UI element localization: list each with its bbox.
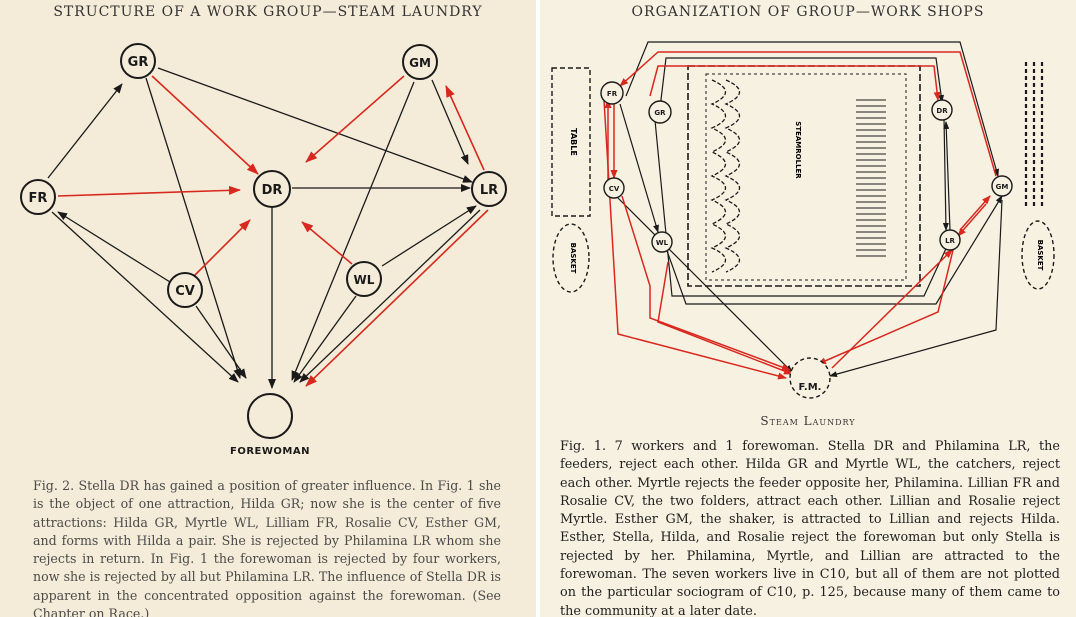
node-right-gm: GM bbox=[991, 175, 1013, 197]
edge-gr-fw bbox=[145, 77, 242, 379]
right-figure-title: ORGANIZATION OF GROUP—WORK SHOPS bbox=[631, 4, 985, 20]
left-figure-title: STRUCTURE OF A WORK GROUP—STEAM LAUNDRY bbox=[53, 4, 483, 20]
edge-lr-fw2 bbox=[299, 209, 481, 383]
route-outer-black bbox=[625, 41, 999, 177]
edge-dr-lr-black bbox=[942, 117, 949, 231]
route-fr-fm-red bbox=[603, 99, 787, 380]
svg-text:CV: CV bbox=[175, 284, 195, 299]
edge-wl-dr-red bbox=[301, 221, 353, 265]
right-floorplan-sociogram: TABLE BASKET BASKET STEA bbox=[551, 41, 1055, 399]
route-wl-red bbox=[657, 261, 793, 375]
svg-text:DR: DR bbox=[262, 183, 283, 198]
right-figure-subtitle: Steam Laundry bbox=[760, 414, 856, 428]
node-right-cv: CV bbox=[603, 177, 625, 199]
svg-text:GM: GM bbox=[409, 56, 431, 70]
edge-fr-dr-red bbox=[57, 185, 241, 197]
steamroller-right-hatch bbox=[856, 99, 886, 257]
node-right-gr: GR bbox=[648, 100, 672, 124]
steamroller-inner bbox=[705, 73, 907, 281]
table-shape bbox=[551, 67, 591, 217]
edge-fm-dr-red bbox=[831, 249, 953, 369]
svg-text:GR: GR bbox=[654, 109, 666, 117]
edge-gm-fw bbox=[291, 81, 415, 381]
edge-lr-gm-red bbox=[959, 195, 991, 231]
edge-lr-dr-black bbox=[943, 121, 951, 231]
basket-left-shape bbox=[552, 223, 590, 293]
svg-text:GR: GR bbox=[128, 55, 149, 70]
node-right-fr: FR bbox=[600, 81, 624, 105]
svg-text:BASKET: BASKET bbox=[569, 243, 577, 274]
right-figure-panel: ORGANIZATION OF GROUP—WORK SHOPS TABLE B… bbox=[540, 0, 1076, 617]
edge-gm-lr bbox=[431, 79, 469, 165]
svg-text:F.M.: F.M. bbox=[799, 382, 822, 393]
node-forewoman: FOREWOMAN bbox=[230, 393, 310, 457]
node-cv: CV bbox=[167, 272, 203, 308]
svg-text:FR: FR bbox=[607, 90, 618, 98]
edge-gr-lr bbox=[157, 67, 473, 183]
edge-fr-wl-black bbox=[619, 103, 659, 233]
route-gm-fr-red bbox=[619, 51, 997, 177]
node-gm: GM bbox=[402, 44, 438, 80]
edge-gm-dr-red bbox=[305, 75, 405, 163]
route-gr-down-black bbox=[653, 109, 951, 297]
left-sociogram: GR GM FR DR LR CV WL FOREWOMAN bbox=[20, 43, 507, 457]
edge-wl-fw bbox=[293, 295, 357, 383]
edge-gm-lr-red bbox=[957, 203, 987, 237]
svg-text:WL: WL bbox=[656, 239, 669, 247]
edge-wl-lr bbox=[381, 205, 477, 267]
svg-text:LR: LR bbox=[480, 183, 498, 198]
left-figure-panel: STRUCTURE OF A WORK GROUP—STEAM LAUNDRY bbox=[0, 0, 536, 617]
left-figure-caption: Fig. 2. Stella DR has gained a position … bbox=[33, 478, 501, 617]
svg-text:TABLE: TABLE bbox=[569, 128, 578, 156]
svg-text:WL: WL bbox=[354, 273, 375, 287]
steamroller-left-rollers bbox=[710, 79, 741, 273]
edge-lr-fw-red bbox=[305, 209, 489, 387]
route-top-red bbox=[649, 65, 941, 101]
edge-cv-fm-black bbox=[617, 197, 793, 373]
node-right-fm: F.M. bbox=[789, 357, 831, 399]
svg-text:BASKET: BASKET bbox=[1036, 240, 1044, 271]
svg-text:FR: FR bbox=[29, 191, 48, 206]
node-fr: FR bbox=[20, 179, 56, 215]
svg-text:GM: GM bbox=[996, 183, 1009, 191]
route-cv-red bbox=[621, 195, 791, 371]
edge-cv-fr bbox=[57, 211, 171, 283]
right-figure-caption: Fig. 1. 7 workers and 1 forewoman. Stell… bbox=[560, 439, 1060, 617]
edge-fr-fw bbox=[51, 211, 239, 383]
edge-cv-fw bbox=[195, 305, 247, 379]
steamroller-frame bbox=[687, 65, 921, 287]
route-lr-fm-red bbox=[817, 245, 955, 365]
node-gr: GR bbox=[120, 43, 156, 79]
svg-text:LR: LR bbox=[945, 237, 955, 245]
svg-text:DR: DR bbox=[936, 107, 948, 115]
node-right-wl: WL bbox=[651, 231, 673, 253]
edge-fr-gr bbox=[47, 83, 123, 179]
edge-lr-gm-red bbox=[445, 85, 485, 171]
svg-text:STEAMROLLER: STEAMROLLER bbox=[794, 121, 802, 179]
edge-cv-dr-red bbox=[193, 219, 251, 277]
edge-gr-dr-red bbox=[151, 75, 259, 175]
svg-text:CV: CV bbox=[609, 185, 620, 193]
node-right-dr: DR bbox=[931, 99, 953, 121]
svg-text:FOREWOMAN: FOREWOMAN bbox=[230, 446, 310, 457]
node-lr: LR bbox=[471, 171, 507, 207]
route-gr-lr-black bbox=[659, 57, 945, 109]
right-edge-bars bbox=[1024, 62, 1044, 206]
node-wl: WL bbox=[346, 261, 382, 297]
basket-right-shape bbox=[1021, 220, 1055, 290]
node-dr: DR bbox=[253, 170, 291, 208]
node-right-lr: LR bbox=[939, 229, 961, 251]
route-wl-black bbox=[665, 195, 1003, 305]
route-gm-fm-black bbox=[829, 199, 1003, 378]
